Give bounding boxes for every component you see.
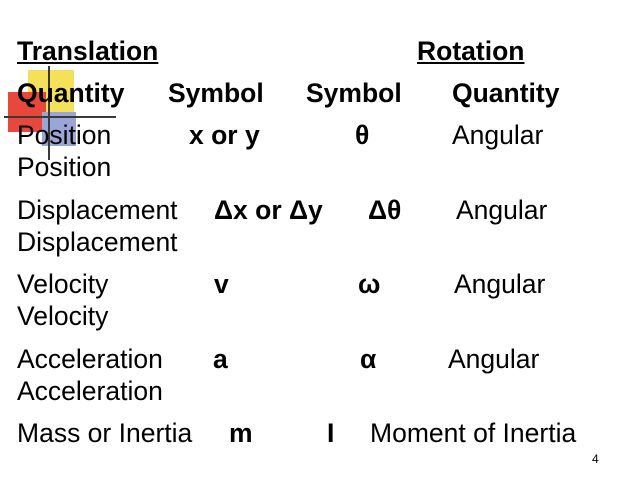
- row-quantity: Position: [17, 120, 112, 150]
- row-quantity: Mass or Inertia: [17, 418, 193, 448]
- row-symbol: a: [213, 344, 228, 374]
- row-rot-symbol: Δθ: [368, 195, 402, 225]
- row-rot-symbol: α: [360, 344, 377, 374]
- row-rot-quantity-continued: Position: [17, 152, 112, 182]
- row-rot-quantity: Angular: [456, 195, 548, 225]
- row-quantity: Acceleration: [17, 344, 163, 374]
- decorative-red-square: [8, 92, 46, 132]
- decorative-vertical-line: [48, 66, 50, 160]
- row-rot-quantity: Angular: [454, 269, 546, 299]
- row-rot-quantity-continued: Displacement: [17, 227, 178, 257]
- row-quantity: Displacement: [17, 195, 178, 225]
- row-rot-symbol: I: [327, 418, 335, 448]
- row-rot-quantity: Angular: [448, 344, 540, 374]
- row-symbol: m: [229, 418, 253, 448]
- row-rot-quantity: Moment of Inertia: [370, 418, 577, 448]
- column-quantity: Quantity: [17, 78, 125, 108]
- row-rot-quantity: Angular: [452, 120, 544, 150]
- row-rot-symbol: ω: [358, 269, 381, 299]
- translation-header: Translation: [17, 36, 159, 66]
- row-rot-quantity-continued: Acceleration: [17, 376, 163, 406]
- decorative-horizontal-line: [4, 116, 116, 118]
- row-symbol: v: [214, 269, 229, 299]
- row-rot-symbol: θ: [355, 120, 370, 150]
- row-rot-quantity-continued: Velocity: [17, 301, 109, 331]
- row-quantity: Velocity: [17, 269, 109, 299]
- row-symbol: x or y: [189, 120, 260, 150]
- page-number: 4: [592, 452, 599, 466]
- column-symbol-rotation: Symbol: [306, 78, 402, 108]
- row-symbol: Δx or Δy: [214, 195, 323, 225]
- column-quantity-rotation: Quantity: [452, 78, 560, 108]
- rotation-header: Rotation: [417, 36, 525, 66]
- column-symbol-translation: Symbol: [168, 78, 264, 108]
